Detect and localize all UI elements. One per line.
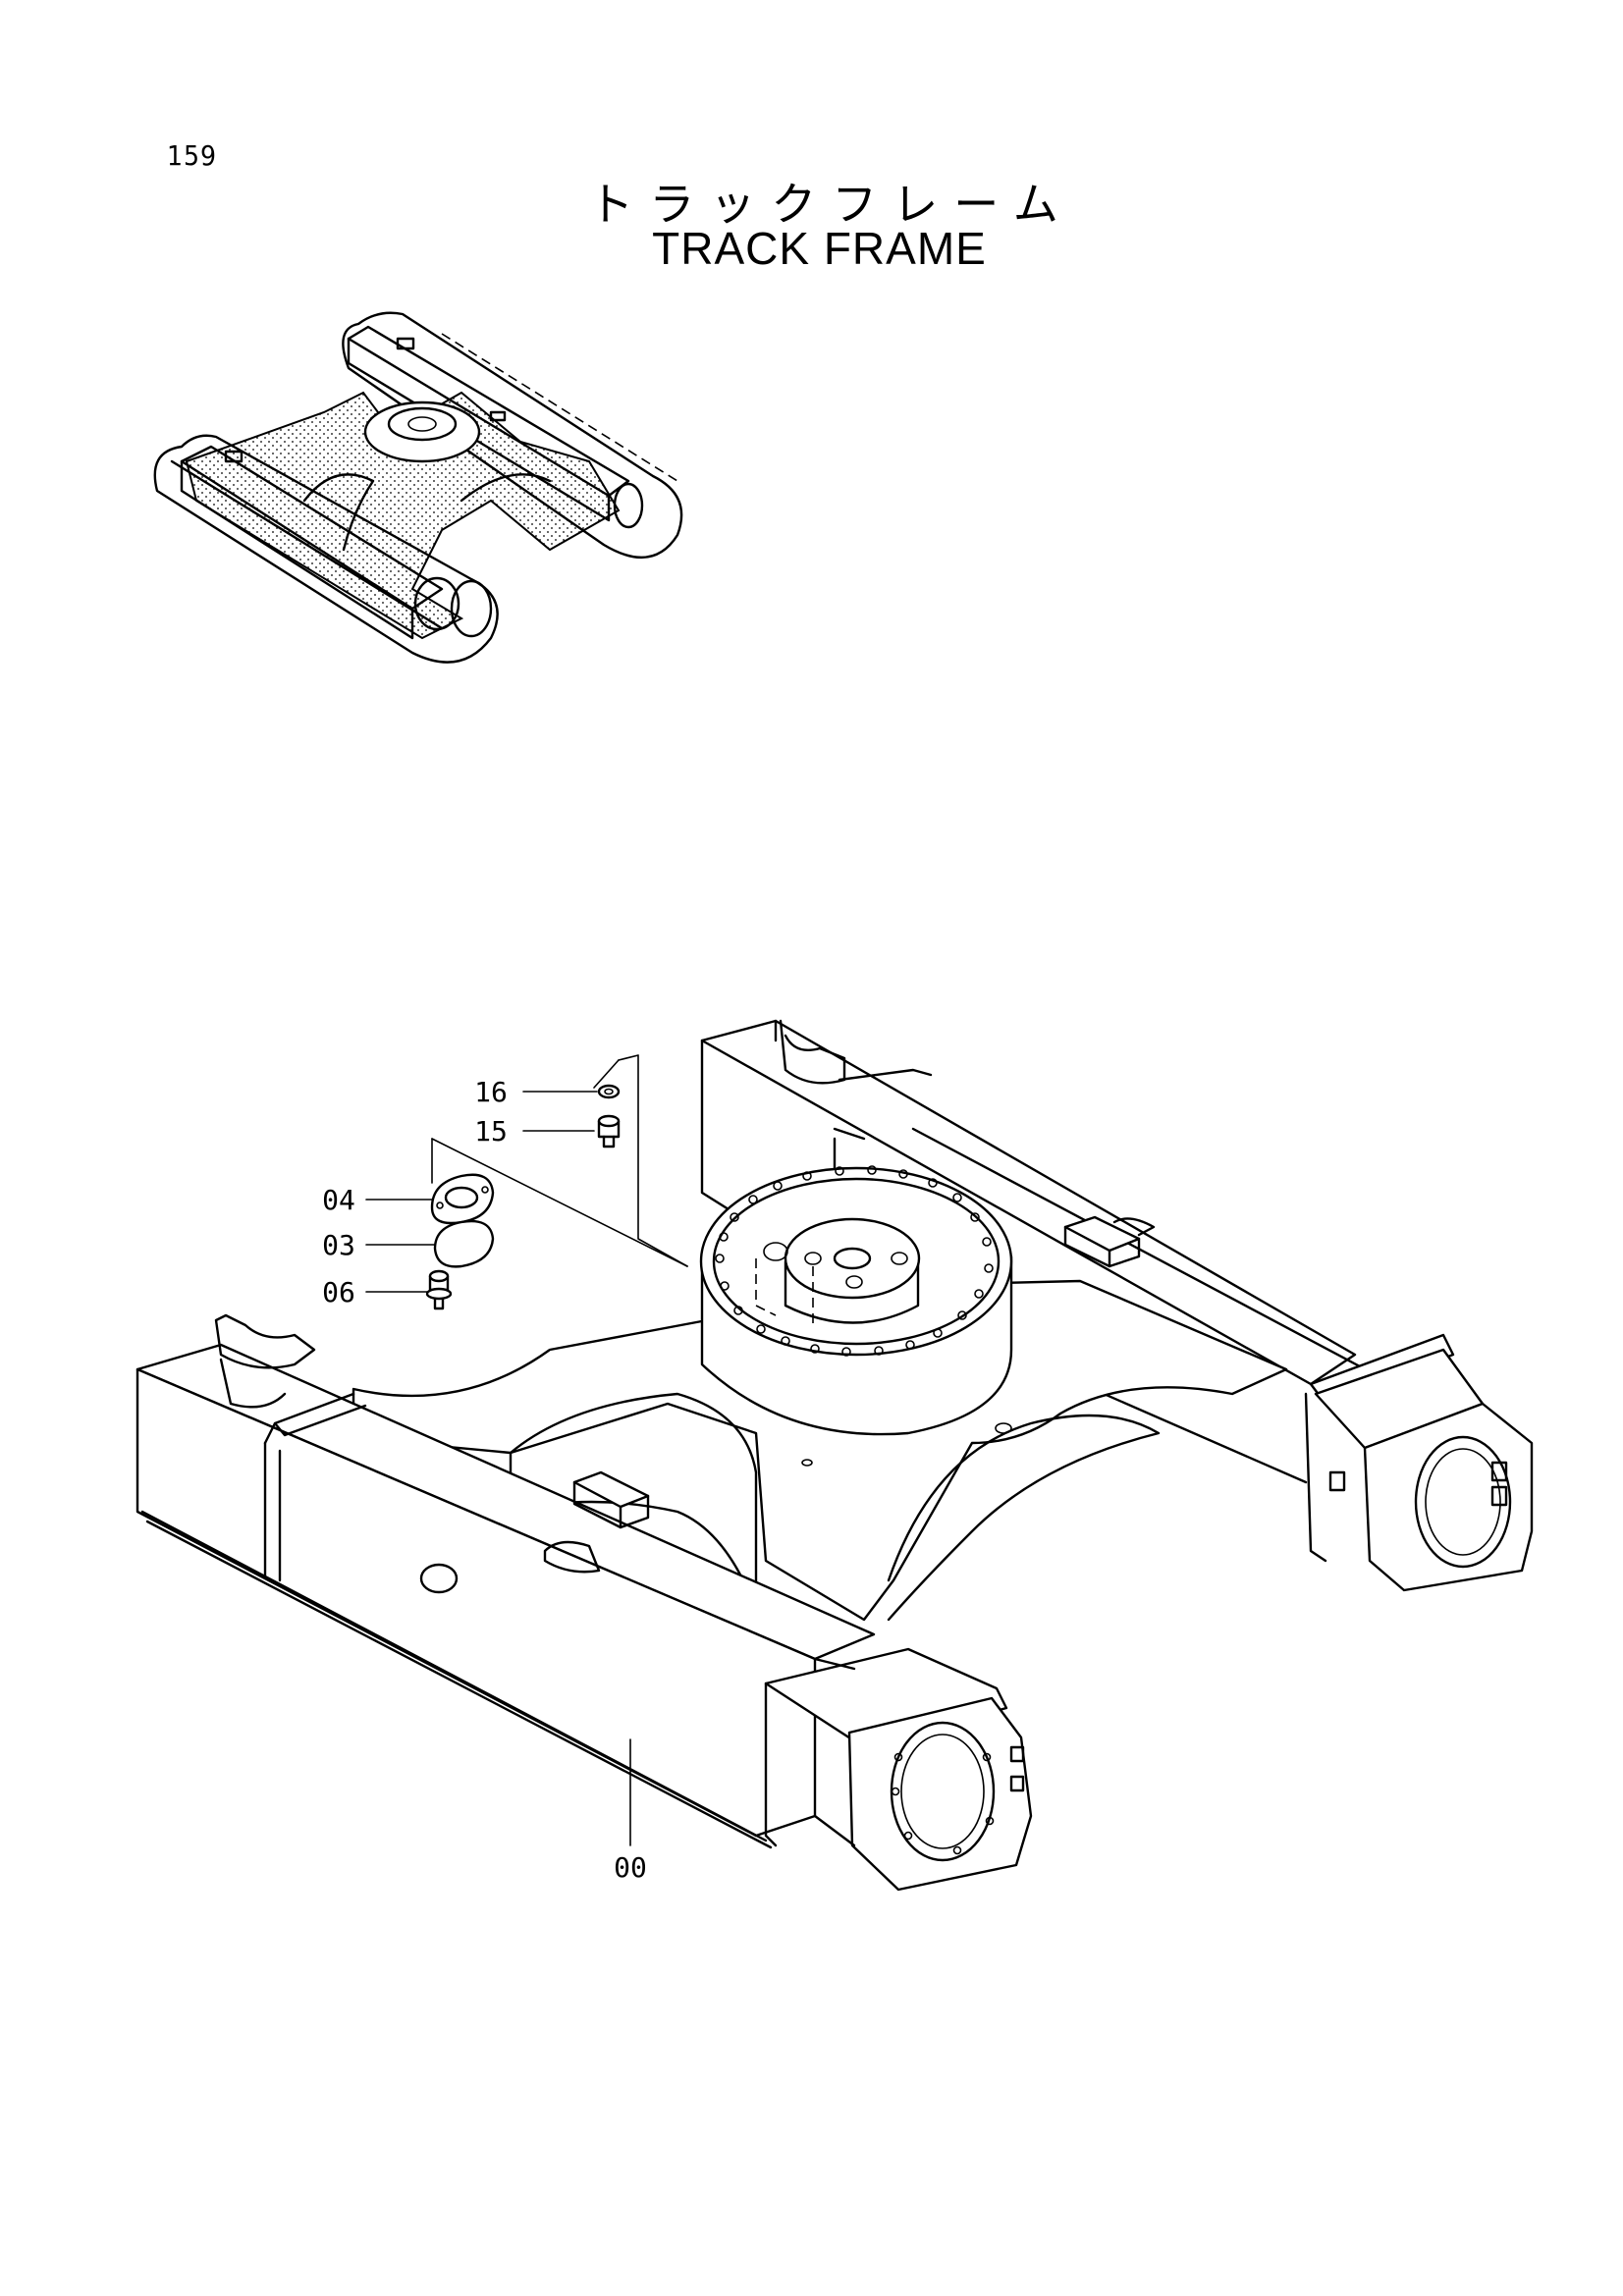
- callout-04: 04: [322, 1184, 355, 1216]
- page-title-japanese: トラックフレーム: [588, 178, 1074, 231]
- callout-00: 00: [614, 1851, 647, 1884]
- callout-16: 16: [474, 1076, 508, 1108]
- main-track-frame-illustration: [135, 1019, 1534, 1892]
- callout-03: 03: [322, 1229, 355, 1261]
- page-title-english: TRACK FRAME: [652, 223, 987, 274]
- callout-15: 15: [474, 1115, 508, 1148]
- page-number: 159: [167, 139, 218, 172]
- overview-illustration: [153, 311, 683, 664]
- callout-06: 06: [322, 1276, 355, 1308]
